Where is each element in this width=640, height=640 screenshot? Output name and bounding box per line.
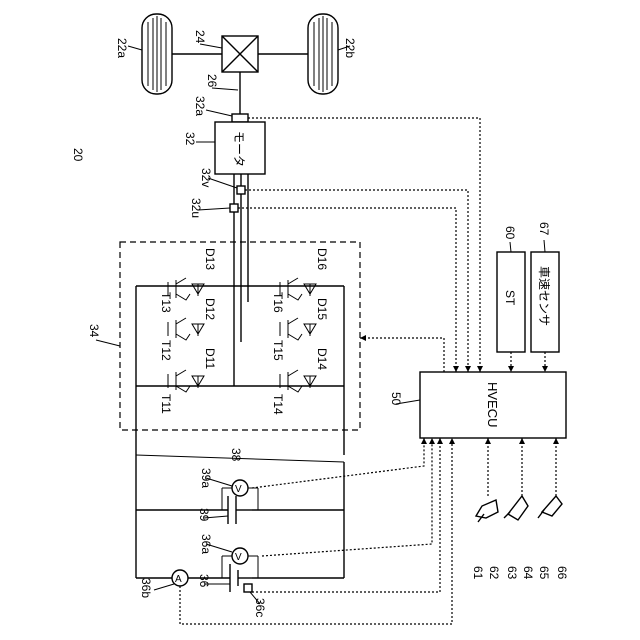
label-38: 38 bbox=[229, 448, 243, 462]
label-d12: D12 bbox=[203, 298, 217, 320]
label-t11: T11 bbox=[159, 394, 173, 414]
label-67: 67 bbox=[537, 222, 551, 236]
label-64: 64 bbox=[521, 566, 535, 580]
label-36: 36 bbox=[197, 574, 211, 588]
differential bbox=[222, 36, 258, 72]
wheel-right bbox=[308, 14, 338, 94]
label-d15: D15 bbox=[315, 298, 329, 320]
igbt-t14 bbox=[280, 370, 316, 392]
temp-sensor-36c bbox=[244, 584, 252, 592]
label-32u: 32u bbox=[189, 198, 203, 218]
accelerator-pedal-icon bbox=[504, 496, 528, 520]
label-36c: 36c bbox=[253, 598, 267, 617]
label-d16: D16 bbox=[315, 248, 329, 270]
label-t12: T12 bbox=[159, 340, 173, 361]
label-39: 39 bbox=[197, 508, 211, 522]
label-34: 34 bbox=[87, 324, 101, 338]
inverter-box bbox=[120, 242, 360, 430]
label-24: 24 bbox=[193, 30, 207, 44]
motor-sensor-box bbox=[232, 114, 248, 122]
speed-sensor-text: 車速センサ bbox=[537, 266, 551, 326]
st-text: ST bbox=[503, 290, 517, 306]
label-36b: 36b bbox=[139, 578, 153, 598]
label-62: 62 bbox=[487, 566, 501, 580]
svg-text:A: A bbox=[175, 574, 182, 585]
label-32: 32 bbox=[183, 132, 197, 146]
label-32v: 32v bbox=[199, 168, 213, 187]
label-t14: T14 bbox=[271, 394, 285, 415]
label-60: 60 bbox=[503, 226, 517, 240]
label-20: 20 bbox=[71, 148, 85, 162]
label-66: 66 bbox=[555, 566, 569, 580]
label-d11: D11 bbox=[203, 348, 217, 369]
label-t16: T16 bbox=[271, 292, 285, 313]
label-63: 63 bbox=[505, 566, 519, 580]
shift-lever-icon bbox=[476, 500, 498, 522]
label-32a: 32a bbox=[193, 96, 207, 116]
hvecu-text: HVECU bbox=[485, 382, 500, 428]
igbt-t15 bbox=[280, 318, 316, 340]
brake-pedal-icon bbox=[538, 496, 562, 518]
igbt-t11 bbox=[168, 370, 204, 392]
label-d14: D14 bbox=[315, 348, 329, 370]
label-t15: T15 bbox=[271, 340, 285, 361]
label-61: 61 bbox=[471, 566, 485, 580]
motor-text: モータ bbox=[232, 131, 246, 167]
svg-text:V: V bbox=[235, 552, 242, 563]
leader-lines bbox=[96, 44, 545, 604]
svg-text:V: V bbox=[235, 484, 242, 495]
label-65: 65 bbox=[537, 566, 551, 580]
igbt-t12 bbox=[168, 318, 204, 340]
label-22a: 22a bbox=[115, 38, 129, 58]
wheel-left bbox=[142, 14, 172, 94]
label-26: 26 bbox=[205, 74, 219, 88]
current-sensor-u bbox=[230, 204, 238, 212]
label-22b: 22b bbox=[343, 38, 357, 58]
label-d13: D13 bbox=[203, 248, 217, 270]
current-sensor-v bbox=[237, 186, 245, 194]
label-t13: T13 bbox=[159, 292, 173, 313]
